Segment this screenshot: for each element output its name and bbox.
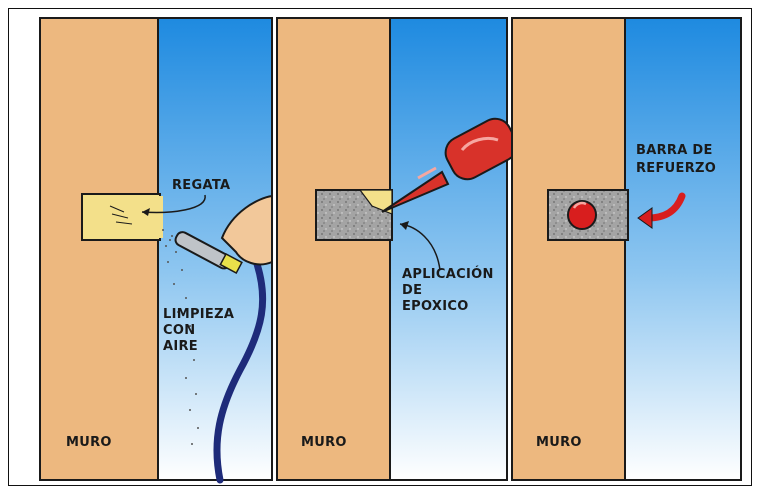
air-hose [213, 254, 267, 484]
label-rebar-1: BARRA DE [636, 143, 713, 158]
label-epoxy-1: APLICACIÓN [402, 266, 494, 282]
panel-1-slot [81, 193, 161, 241]
panel-1-wall-label: MURO [66, 435, 112, 450]
panel-3-wall-label: MURO [536, 435, 582, 450]
label-cleaning-1: LIMPIEZA [163, 307, 234, 322]
panel-2-wall-label: MURO [301, 435, 347, 450]
label-rebar-2: REFUERZO [636, 161, 716, 176]
curved-arrow-icon [637, 192, 686, 229]
epoxy-gun-icon [381, 117, 518, 213]
panel-2-slot-remaining [358, 189, 393, 215]
panel-3-rebar-insertion: BARRA DE REFUERZO MURO [511, 17, 742, 481]
panel-2-wall [276, 17, 391, 481]
dust-particles [162, 229, 199, 445]
label-cleaning-3: AIRE [163, 339, 198, 354]
label-cleaning-2: CON [163, 323, 195, 338]
rebar-section-icon [567, 200, 597, 230]
epoxy-pointer-head [400, 221, 409, 230]
illustration-frame [8, 8, 752, 486]
slot-pointer-head [142, 208, 150, 216]
label-epoxy-3: EPOXICO [402, 299, 469, 314]
label-regata: REGATA [172, 178, 230, 193]
hand [220, 194, 273, 266]
panel-2-epoxy-application: APLICACIÓN DE EPOXICO MURO [276, 17, 518, 481]
slot-pointer-arrow [141, 194, 206, 214]
label-epoxy-2: DE [402, 283, 422, 298]
panel-1-air-cleaning: REGATA LIMPIEZA CON AIRE MURO [39, 17, 273, 484]
panel-1-slot-mouth [157, 196, 163, 238]
panel-3-wall [511, 17, 626, 481]
air-streaks [109, 205, 133, 225]
panel-2-epoxy-fill [315, 189, 393, 241]
air-nozzle-icon [174, 231, 243, 275]
panel-1-wall [39, 17, 159, 481]
